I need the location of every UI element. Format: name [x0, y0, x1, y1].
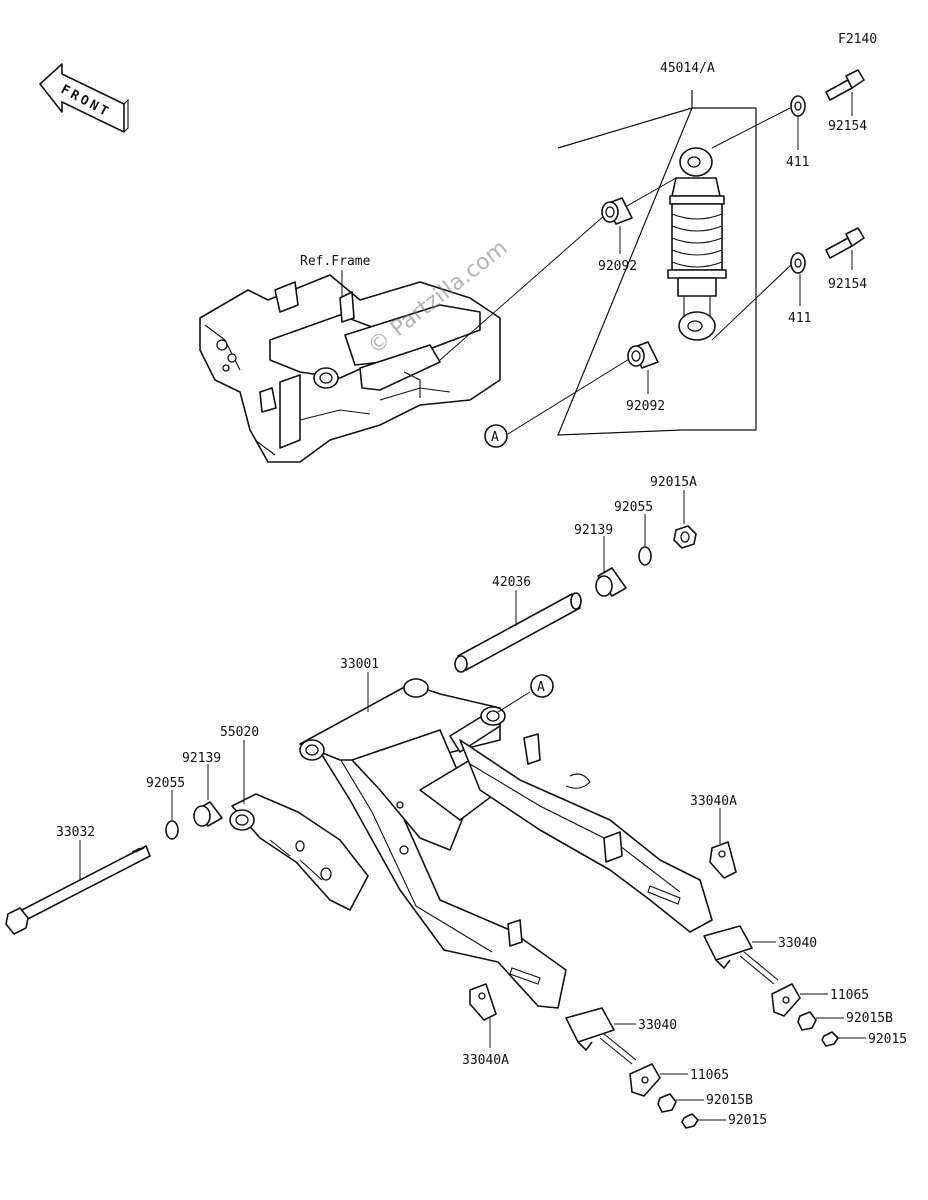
label-33032: 33032 [56, 825, 95, 840]
adjuster-33040-left [565, 1007, 637, 1065]
nut-92015b-right [797, 1011, 817, 1031]
callout-a-lower-label: A [537, 680, 545, 695]
callout-a-upper [484, 424, 508, 448]
label-33001: 33001 [340, 657, 379, 672]
label-55020: 55020 [220, 725, 259, 740]
label-411-mid: 411 [788, 311, 811, 326]
shock-group-bracket [557, 90, 757, 436]
collar-92139-right [595, 567, 627, 597]
label-92092-low: 92092 [626, 399, 665, 414]
pivot-shaft-33032 [5, 845, 151, 935]
callout-a-lower [530, 674, 554, 698]
label-92154-mid: 92154 [828, 277, 867, 292]
bolt-92154-mid [825, 227, 865, 259]
oring-92055-right [638, 546, 652, 566]
label-92055-right: 92055 [614, 500, 653, 515]
pivot-pipe-42036 [454, 592, 582, 673]
callout-a-upper-label: A [491, 430, 499, 445]
label-92015-right: 92015 [868, 1032, 907, 1047]
label-92092-top: 92092 [598, 259, 637, 274]
nut-92015a [673, 525, 697, 549]
figure-code: F2140 [838, 32, 877, 47]
reference-frame [199, 274, 501, 463]
adjuster-33040-right [703, 925, 779, 985]
chain-slider-55020 [229, 793, 369, 911]
nut-92015-left [681, 1113, 699, 1129]
label-33040-left: 33040 [638, 1018, 677, 1033]
plate-11065-right [771, 983, 801, 1017]
plate-33040a-right [709, 841, 737, 879]
plate-33040a-left [469, 983, 497, 1021]
ref-frame-label: Ref.Frame [300, 254, 371, 269]
nut-92015b-left [657, 1093, 677, 1113]
label-42036: 42036 [492, 575, 531, 590]
label-33040a-right: 33040A [690, 794, 737, 809]
plate-11065-left [629, 1063, 661, 1097]
collar-92139-left [193, 801, 223, 827]
label-11065-right: 11065 [830, 988, 869, 1003]
label-92055-left: 92055 [146, 776, 185, 791]
label-92139-right: 92139 [574, 523, 613, 538]
label-11065-left: 11065 [690, 1068, 729, 1083]
label-92015b-right: 92015B [846, 1011, 893, 1026]
bushing-92092-top [601, 197, 633, 225]
bolt-92154-top [825, 69, 865, 101]
front-arrow-icon: FRONT [39, 63, 129, 133]
label-411-top: 411 [786, 155, 809, 170]
oring-92055-left [165, 820, 179, 840]
bushing-92092-low [627, 341, 659, 369]
label-45014a: 45014/A [660, 61, 715, 76]
nut-92015-right [821, 1031, 839, 1047]
label-92015a: 92015A [650, 475, 697, 490]
label-92015b-left: 92015B [706, 1093, 753, 1108]
label-92139-left: 92139 [182, 751, 221, 766]
label-92015-left: 92015 [728, 1113, 767, 1128]
swingarm-33001 [299, 678, 713, 1009]
label-33040a-left: 33040A [462, 1053, 509, 1068]
label-33040-right: 33040 [778, 936, 817, 951]
rear-shock-absorber [667, 147, 727, 341]
label-92154-top: 92154 [828, 119, 867, 134]
